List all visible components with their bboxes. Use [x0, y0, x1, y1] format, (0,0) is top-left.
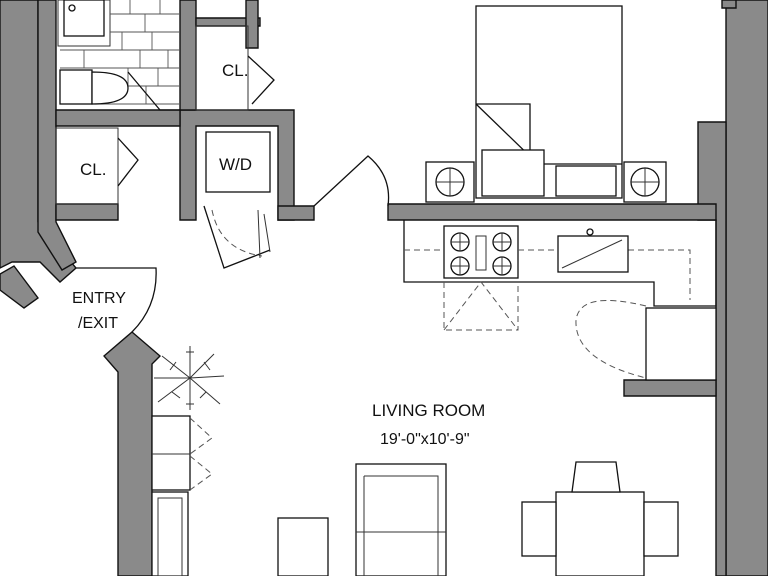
- room-dimensions: 19'-0"x10'-9": [380, 431, 470, 448]
- upper-closet: CL.: [195, 25, 275, 111]
- lower-closet: CL.: [55, 127, 139, 205]
- bedroom: [313, 5, 667, 207]
- wd-door-jamb: [257, 209, 271, 259]
- entry: ENTRY /EXIT: [72, 267, 157, 333]
- kitchen-sink: [557, 235, 629, 273]
- kitchen-side-wall: [623, 379, 717, 397]
- kitchen-counter: [403, 220, 717, 307]
- bath-wall: [55, 109, 181, 127]
- entry-label: ENTRY: [72, 290, 126, 307]
- chair-top: [571, 461, 621, 493]
- entry-door: [76, 267, 157, 333]
- bath-door-swing: [127, 71, 180, 111]
- dishwasher-swing: [575, 300, 647, 379]
- wd-door-leaf: [203, 205, 271, 269]
- room-name: LIVING ROOM: [372, 401, 485, 420]
- kitchen-faucet: [586, 228, 594, 236]
- washer-dryer-label: W/D: [219, 155, 252, 174]
- exit-label: /EXIT: [78, 315, 118, 332]
- upper-cabinets: [404, 249, 691, 300]
- pillow-right: [555, 165, 617, 197]
- sofa-cushions: [356, 475, 446, 576]
- left-lower-wall-stub: [0, 265, 39, 309]
- closet-lower-label: CL.: [80, 160, 106, 179]
- bath-tile-wall: [60, 0, 180, 105]
- dining-table: [555, 491, 645, 576]
- sink-basin-line: [561, 239, 623, 269]
- plant-icon: [154, 346, 225, 410]
- refrigerator: [645, 307, 717, 381]
- bathroom: [57, 0, 180, 111]
- stove-burners: [450, 232, 512, 276]
- lower-closet-door: [117, 137, 139, 187]
- sofa: [355, 463, 447, 576]
- upper-closet-side-wall: [245, 0, 259, 49]
- stove: [443, 225, 519, 279]
- kitchen: [403, 220, 717, 381]
- shelf-door-swing: [189, 417, 213, 491]
- upper-closet-top-wall: [195, 17, 261, 27]
- upper-closet-divider: [179, 0, 197, 111]
- living-room: LIVING ROOM 19'-0"x10'-9": [151, 346, 679, 576]
- oven-door-swing: [443, 281, 519, 331]
- lower-closet-wall: [55, 203, 119, 221]
- bedroom-bottom-wall: [387, 203, 717, 221]
- sink-counter: [57, 0, 111, 47]
- toilet-tank: [59, 69, 93, 105]
- faucet: [68, 4, 76, 12]
- chair-left: [521, 501, 557, 557]
- upper-closet-outline: [195, 25, 249, 111]
- toilet-bowl: [91, 71, 129, 105]
- lower-closet-outline: [55, 127, 119, 205]
- wd-closet-right-stub: [277, 205, 315, 221]
- closet-upper-label: CL.: [222, 61, 248, 80]
- chair-right: [643, 501, 679, 557]
- right-outer-wall: [725, 0, 768, 576]
- pillow-left: [481, 149, 545, 197]
- side-shelf: [151, 415, 191, 491]
- washer-dryer-unit: [205, 131, 271, 193]
- bedroom-door: [313, 155, 390, 207]
- washer-dryer-closet: W/D: [203, 131, 271, 269]
- coffee-table: [277, 517, 329, 576]
- media-cabinet: [151, 491, 189, 576]
- left-inner-wall: [37, 0, 77, 271]
- wd-door-swing: [211, 209, 263, 257]
- bed-blanket-fold: [476, 103, 622, 165]
- bedroom-top-right-wall: [721, 0, 737, 9]
- upper-closet-door: [247, 55, 275, 105]
